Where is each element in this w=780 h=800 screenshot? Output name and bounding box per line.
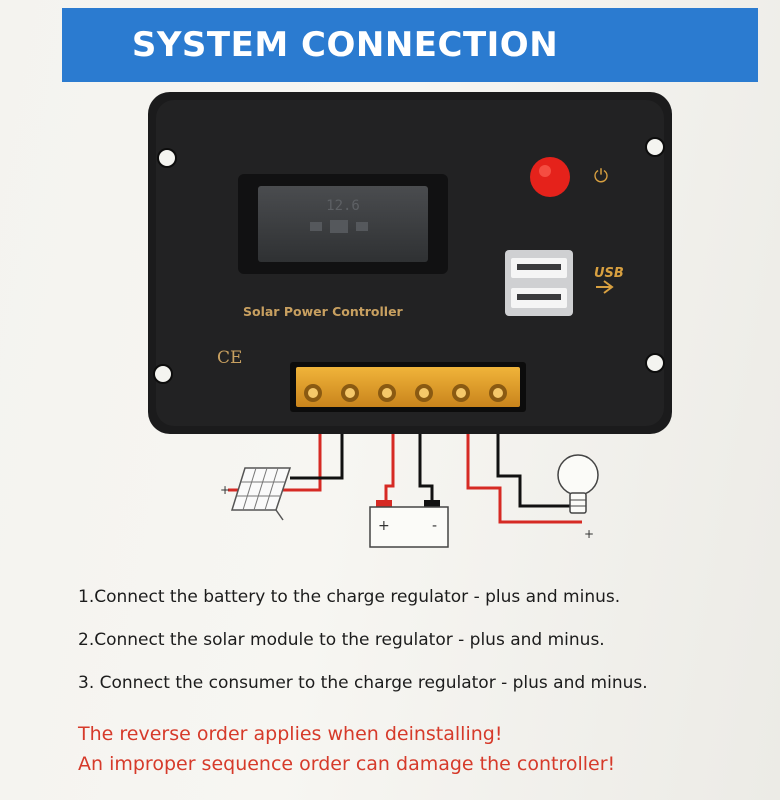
mounting-hole-icon [645,353,665,373]
battery-minus-sign: - [432,518,437,534]
battery-icon: + - [369,500,449,548]
header-banner: SYSTEM CONNECTION [62,8,758,82]
light-bulb-icon: + [557,454,599,541]
usb-port-icon [505,250,573,316]
warning-text: The reverse order applies when deinstall… [78,723,503,745]
instruction-step: 1.Connect the battery to the charge regu… [78,587,621,607]
power-button [530,157,570,197]
solar-plus-sign: + [220,483,230,497]
lamp-plus-sign: + [584,527,594,541]
controller-brand-label: Solar Power Controller [243,304,404,319]
mounting-hole-icon [645,137,665,157]
solar-charge-controller: 12.6 Solar Power Controller CE ⏻ USB [148,92,672,434]
usb-symbol-icon [596,280,614,294]
usb-label: USB [594,266,624,281]
mounting-hole-icon [157,148,177,168]
page-title: SYSTEM CONNECTION [131,25,559,65]
warning-text: An improper sequence order can damage th… [78,753,616,775]
instruction-step: 2.Connect the solar module to the regula… [78,630,605,650]
connection-diagram: 12.6 Solar Power Controller CE ⏻ USB [148,92,672,548]
instruction-step: 3. Connect the consumer to the charge re… [78,673,648,693]
ce-mark-icon: CE [217,348,242,368]
power-icon: ⏻ [594,166,608,187]
terminal-block-icon [290,362,526,412]
lcd-reading: 12.6 [326,198,360,214]
instructions: 1.Connect the battery to the charge regu… [78,586,758,779]
battery-plus-sign: + [378,518,390,534]
solar-panel-icon: + [220,467,292,521]
mounting-hole-icon [153,364,173,384]
